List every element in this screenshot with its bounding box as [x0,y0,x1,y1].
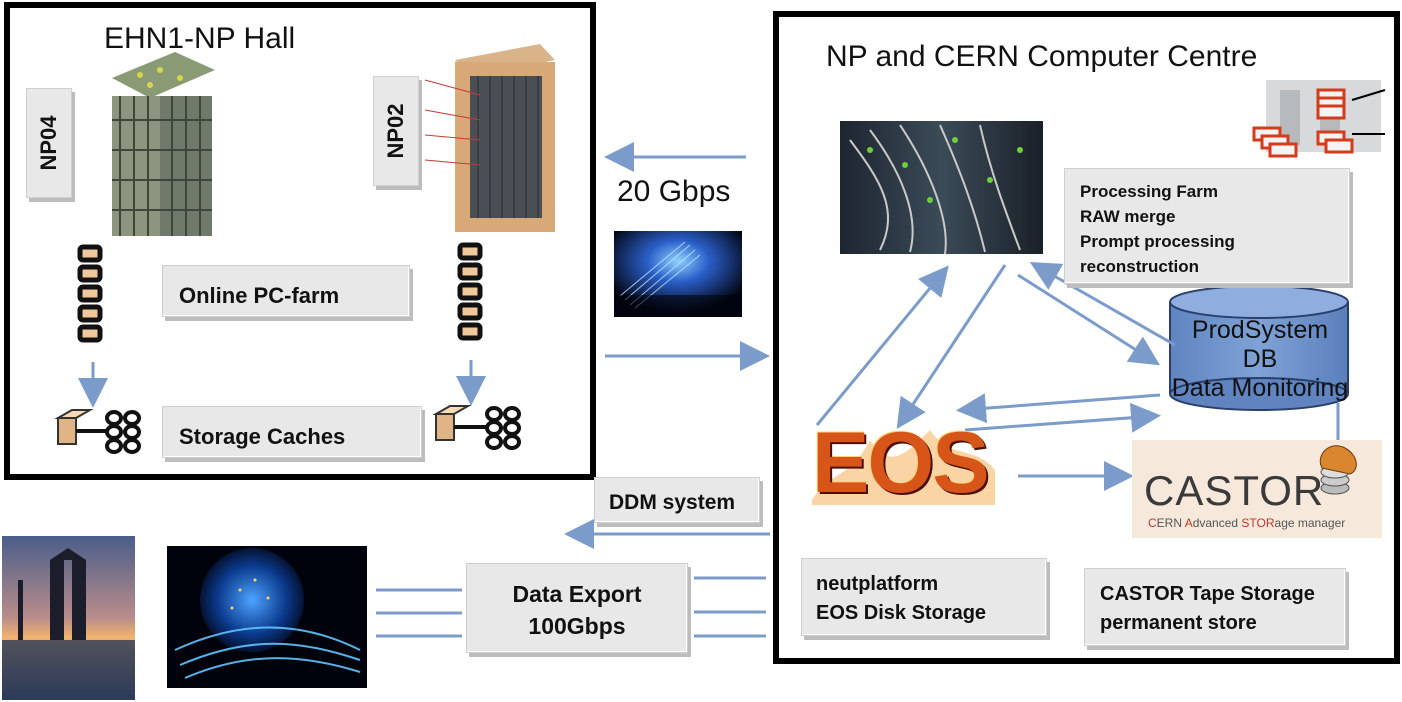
prodsystem-db-cylinder [1169,285,1349,411]
np04-label: NP04 [26,88,72,198]
storage-cache-right-icon [432,405,521,450]
link-speed-label: 20 Gbps [617,175,731,208]
ehn1-hall-title: EHN1-NP Hall [104,22,296,55]
laboratory-building-image [2,536,135,700]
storage-cache-left-icon [54,409,141,454]
eos-logo-text: EOS [812,415,990,511]
castor-tape-storage-box: CASTOR Tape Storage permanent store [1084,568,1346,646]
disk-stack-right-icon [457,242,483,341]
globe-network-image [167,546,367,688]
castor-logo-text: CASTOR [1144,467,1325,514]
np02-label: NP02 [373,76,419,186]
neutplatform-box: neutplatform EOS Disk Storage [801,558,1047,636]
storage-caches-box: Storage Caches [162,406,422,458]
prodsystem-db-label: ProdSystem DB Data Monitoring [1171,316,1349,402]
eos-logo [812,430,995,505]
online-pc-farm-box: Online PC-farm [162,265,410,317]
np02-detector-image [424,44,555,232]
fiber-optic-image [614,231,742,317]
disk-stack-left-icon [77,244,103,343]
computer-centre-title: NP and CERN Computer Centre [826,40,1258,73]
np04-detector-image [112,52,215,236]
castor-beaver-icon [1319,445,1357,495]
castor-logo-subtitle: CERN Advanced STORage manager [1148,516,1346,530]
data-export-box: Data Export 100Gbps [466,563,688,653]
tape-library-image [1252,80,1386,158]
processing-farm-box: Processing Farm RAW merge Prompt process… [1064,168,1350,284]
ddm-system-box: DDM system [594,477,760,523]
server-rack-image [840,121,1043,255]
